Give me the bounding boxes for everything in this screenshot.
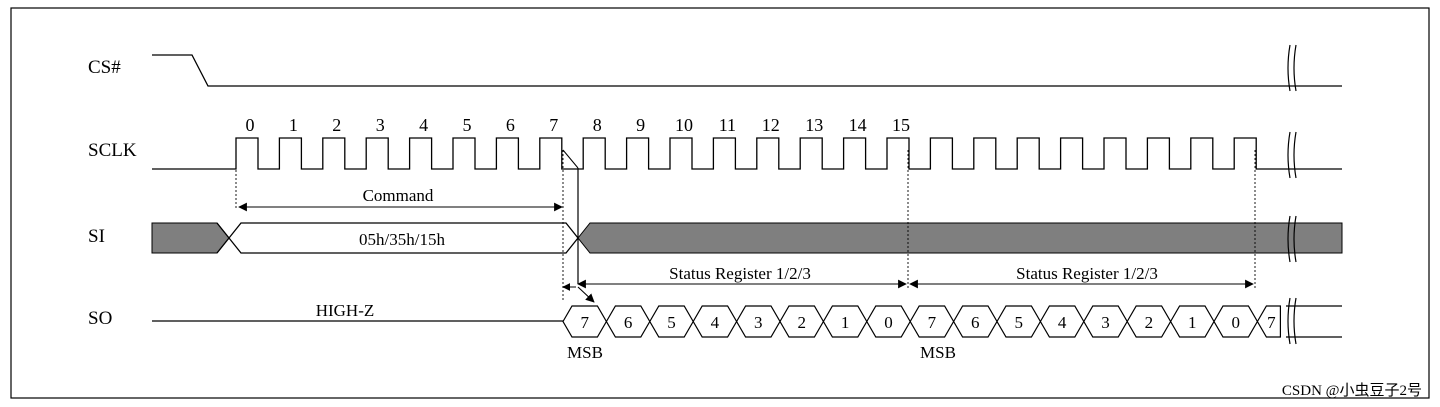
clock-number-7: 7 (549, 115, 558, 135)
so-bit-label: 1 (841, 313, 850, 332)
so-bit-label: 0 (884, 313, 893, 332)
so-bit-label: 3 (1101, 313, 1110, 332)
si-command-bus-bottom (216, 236, 579, 254)
clock-edge-marker (562, 149, 579, 169)
so-bit-label: 7 (928, 313, 937, 332)
msb-label-1: MSB (567, 343, 603, 362)
clock-number-13: 13 (805, 115, 823, 135)
clock-number-5: 5 (463, 115, 472, 135)
command-label: Command (363, 186, 434, 205)
so-bit-label: 2 (797, 313, 806, 332)
so-bit-label: 1 (1188, 313, 1197, 332)
high-z-label: HIGH-Z (316, 301, 375, 320)
diagram-frame (10, 7, 1430, 399)
so-cell (1256, 305, 1282, 338)
so-data-cells: 7 6 5 4 3 2 1 0 7 6 5 4 3 2 1 0 7 (562, 305, 1282, 338)
sclk-waveform (152, 137, 1342, 170)
break-marks (1287, 44, 1297, 345)
so-bit-label: 7 (1267, 313, 1276, 332)
status-label-1: Status Register 1/2/3 (669, 264, 811, 283)
clock-number-11: 11 (719, 115, 736, 135)
si-label: SI (88, 226, 105, 247)
so-bit-label: 6 (971, 313, 980, 332)
so-bit-label: 4 (711, 313, 720, 332)
clock-number-3: 3 (376, 115, 385, 135)
clock-number-9: 9 (636, 115, 645, 135)
clock-number-6: 6 (506, 115, 515, 135)
cs-label: CS# (88, 57, 121, 78)
clock-number-10: 10 (675, 115, 693, 135)
status-label-2: Status Register 1/2/3 (1016, 264, 1158, 283)
si-command-bus-top (216, 222, 579, 240)
so-label: SO (88, 308, 112, 329)
so-bit-label: 7 (580, 313, 589, 332)
clock-number-12: 12 (762, 115, 780, 135)
clock-number-8: 8 (593, 115, 602, 135)
watermark-text: CSDN @小虫豆子2号 (1282, 382, 1422, 399)
clock-number-0: 0 (246, 115, 255, 135)
clock-number-1: 1 (289, 115, 298, 135)
so-bit-label: 3 (754, 313, 763, 332)
clock-number-4: 4 (419, 115, 428, 135)
si-dont-care-end (577, 222, 1343, 254)
so-bit-label: 6 (624, 313, 633, 332)
so-start-arrow (577, 286, 595, 303)
so-bit-label: 4 (1058, 313, 1067, 332)
so-bit-label: 5 (667, 313, 676, 332)
so-bit-label: 2 (1145, 313, 1154, 332)
sclk-label: SCLK (88, 140, 137, 161)
clock-number-14: 14 (849, 115, 867, 135)
command-value-label: 05h/35h/15h (359, 230, 445, 249)
si-dont-care-start (151, 222, 230, 254)
msb-label-2: MSB (920, 343, 956, 362)
so-bit-label: 0 (1231, 313, 1240, 332)
clock-number-15: 15 (892, 115, 910, 135)
cs-waveform (152, 54, 1342, 87)
so-bit-label: 5 (1014, 313, 1023, 332)
clock-number-2: 2 (332, 115, 341, 135)
